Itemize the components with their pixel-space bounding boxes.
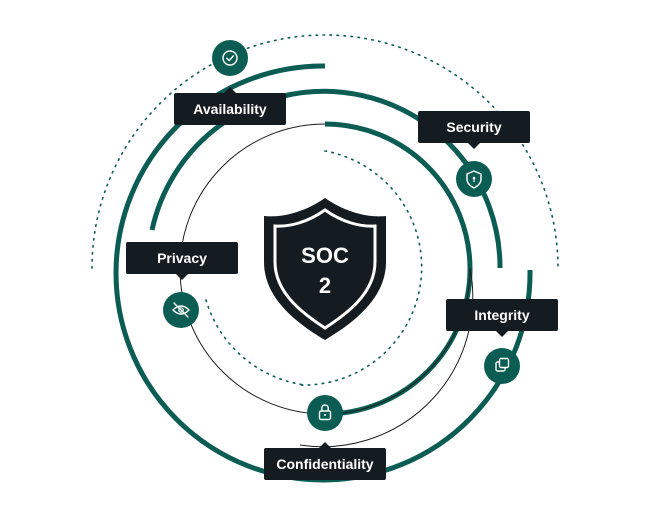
shield-icon: [466, 170, 482, 189]
copy-icon: [495, 357, 510, 372]
privacy-node: [163, 292, 199, 328]
confidentiality-label: Confidentiality: [264, 442, 386, 480]
availability-node: [212, 40, 248, 76]
security-label: Security: [418, 111, 530, 149]
inner-dotted-arc: [299, 150, 423, 386]
badge-line1: SOC: [301, 243, 349, 268]
confidentiality-label-text: Confidentiality: [276, 456, 374, 472]
security-label-text: Security: [446, 119, 502, 135]
availability-label: Availability: [174, 87, 286, 125]
lock-icon: [318, 404, 332, 421]
availability-label-text: Availability: [193, 101, 267, 117]
soc2-shield: SOC 2: [264, 198, 386, 340]
security-node: [456, 161, 492, 197]
inner-dotted-arc-left: [205, 299, 306, 386]
integrity-label-text: Integrity: [474, 307, 530, 323]
privacy-label-text: Privacy: [157, 250, 207, 266]
integrity-node: [484, 348, 520, 384]
confidentiality-node: [307, 395, 343, 431]
check-icon: [222, 50, 238, 66]
eye-off-icon: [172, 302, 190, 318]
badge-line2: 2: [319, 273, 331, 298]
privacy-label: Privacy: [126, 242, 238, 280]
outer-dotted-arc: [91, 34, 559, 269]
thin-ring: [179, 123, 471, 415]
integrity-label: Integrity: [446, 299, 558, 337]
